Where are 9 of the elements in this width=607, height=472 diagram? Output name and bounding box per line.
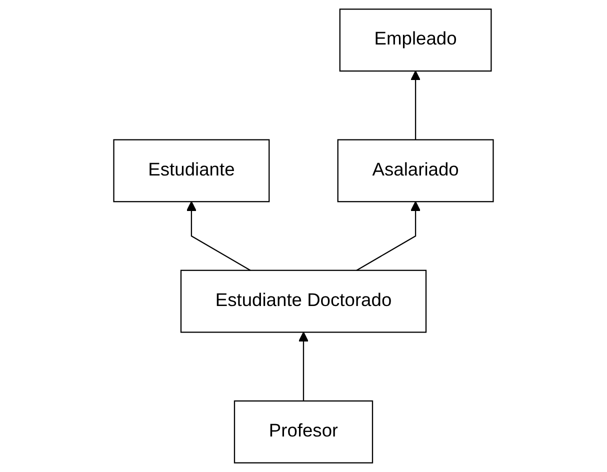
arrow	[410, 70, 421, 140]
arrow	[298, 332, 309, 401]
node-box	[339, 8, 492, 72]
node-box	[234, 400, 374, 464]
node-box	[180, 270, 427, 333]
node-box	[337, 139, 494, 202]
arrow	[356, 201, 421, 271]
arrow	[186, 201, 251, 271]
node-box	[113, 139, 270, 202]
